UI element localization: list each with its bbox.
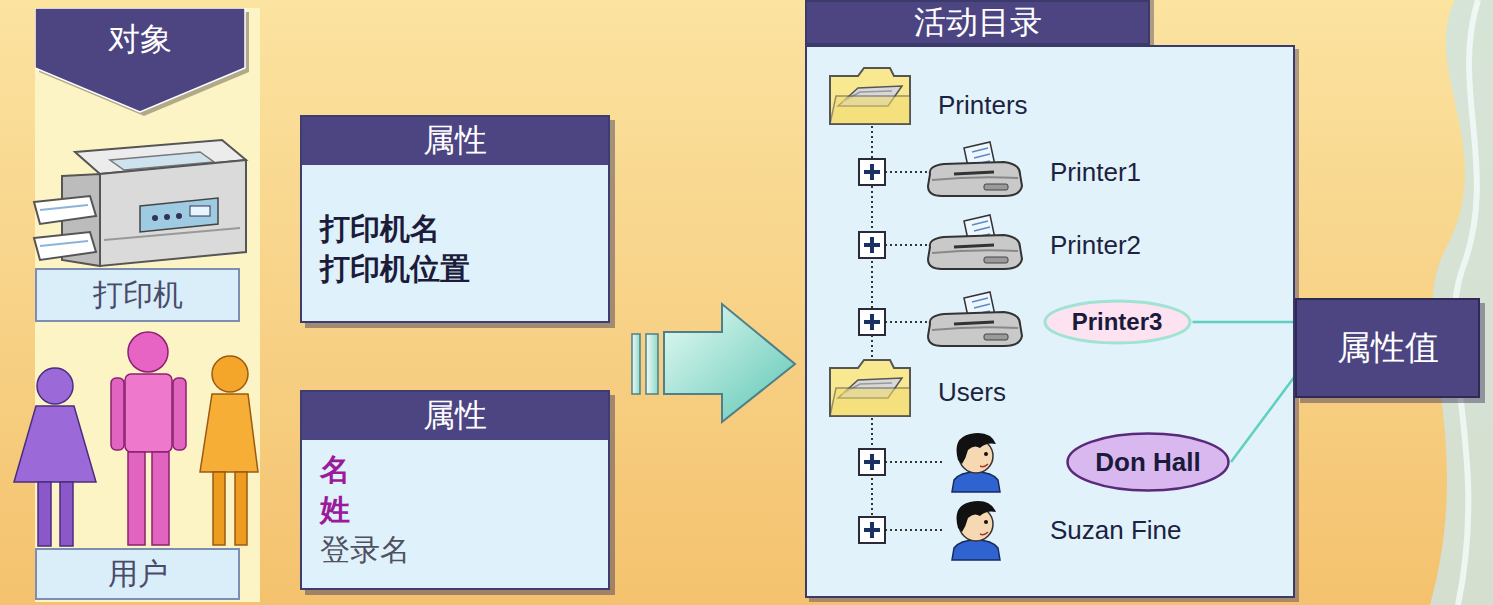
- node-text: 属性: [423, 394, 487, 438]
- tree-label: Printer1: [1050, 157, 1141, 188]
- node-text: Printer3: [1072, 308, 1163, 336]
- object-box: 打印机: [35, 268, 240, 322]
- panel-header: 属性: [302, 117, 608, 165]
- node-text: 属性值: [1337, 325, 1439, 371]
- node-text: 活动目录: [914, 1, 1042, 45]
- panel-body: 打印机名打印机位置: [302, 165, 608, 289]
- node-text: 打印机位置: [320, 249, 590, 289]
- node-text: 对象: [108, 18, 172, 62]
- panel-header: 属性: [302, 392, 608, 440]
- node-text: 打印机: [93, 275, 183, 316]
- node-text: 登录名: [320, 530, 590, 570]
- node-text: 属性: [423, 119, 487, 163]
- value-tag: 属性值: [1295, 298, 1480, 398]
- attribute-panel: 属性打印机名打印机位置: [300, 115, 610, 323]
- object-column: 打印机用户对象: [35, 8, 260, 602]
- tree-label: Suzan Fine: [1050, 515, 1182, 546]
- connector-line: [1231, 376, 1295, 462]
- directory-panel: Printer3Don Hall 活动目录: [805, 0, 1295, 598]
- tree-label: Users: [938, 377, 1006, 408]
- tree-label: Printer2: [1050, 230, 1141, 261]
- panel-body: 名姓登录名: [302, 440, 608, 570]
- node-text: 打印机名: [320, 209, 590, 249]
- value-oval: Printer3: [1042, 298, 1193, 346]
- tree-label: Printers: [938, 90, 1028, 121]
- object-header: 对象: [35, 8, 245, 112]
- value-oval: Don Hall: [1065, 431, 1231, 493]
- node-text: 姓: [320, 490, 590, 530]
- node-text: 用户: [108, 554, 168, 595]
- directory-tab: 活动目录: [805, 0, 1150, 45]
- object-box: 用户: [35, 548, 240, 600]
- node-text: Don Hall: [1095, 447, 1200, 478]
- node-text: 名: [320, 450, 590, 490]
- attribute-panel: 属性名姓登录名: [300, 390, 610, 590]
- connector-line: [1193, 321, 1296, 324]
